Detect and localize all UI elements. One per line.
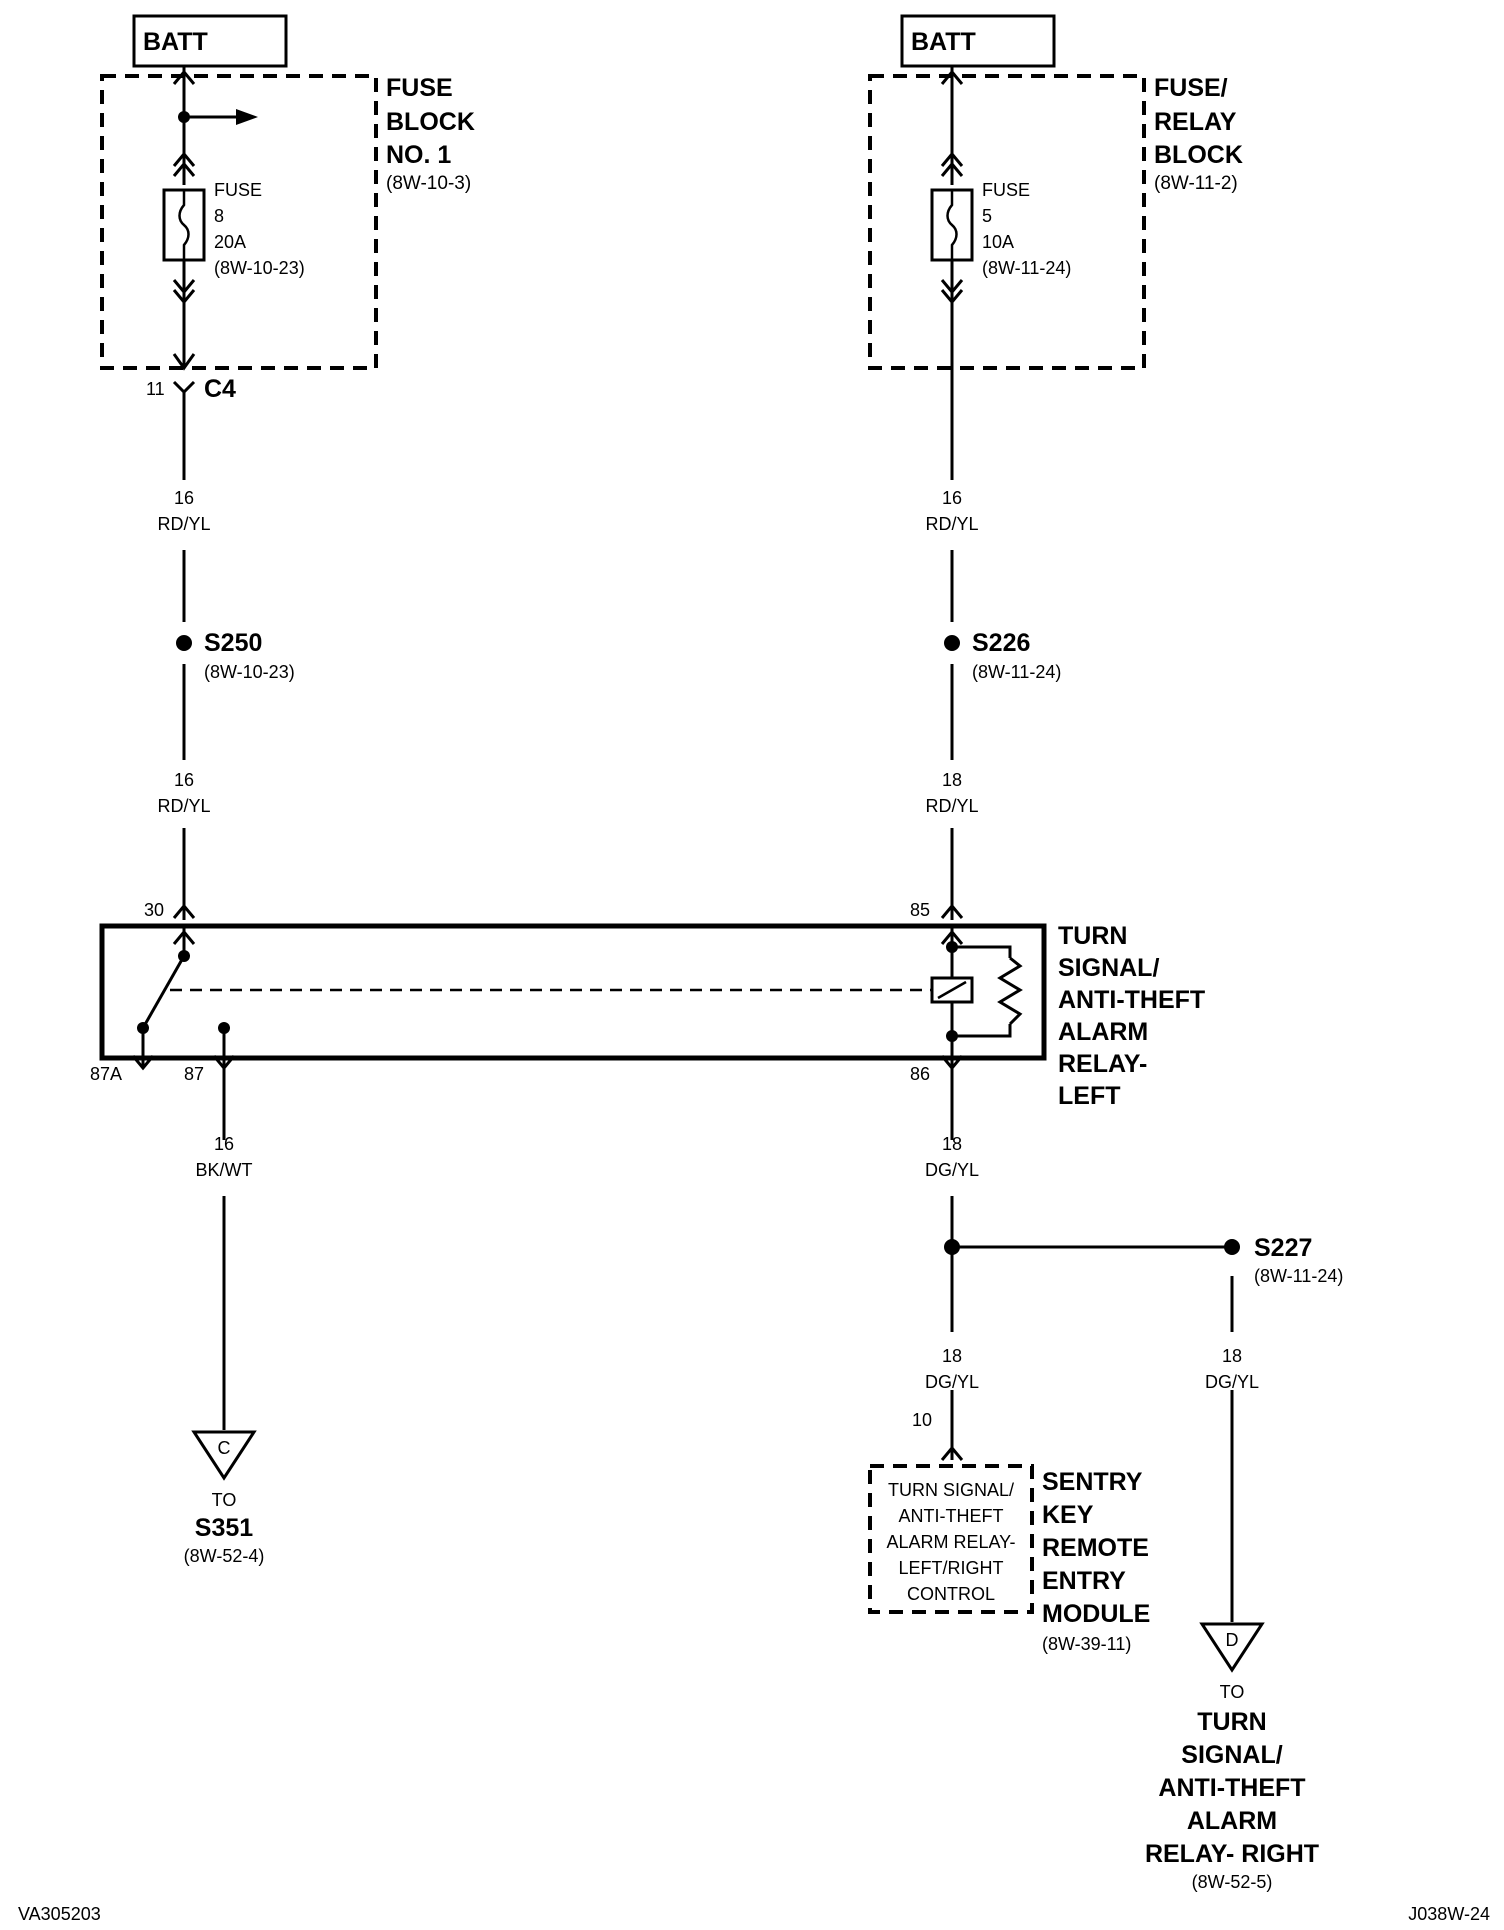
fuse-8-label: FUSE bbox=[214, 180, 262, 200]
module-label-l2: KEY bbox=[1042, 1501, 1094, 1529]
wire-gauge: 16 bbox=[174, 770, 194, 790]
splice-s226-ref: (8W-11-24) bbox=[972, 662, 1061, 682]
fuse-relay-block-label-l1: FUSE/ bbox=[1154, 74, 1228, 102]
fuse-8-number: 8 bbox=[214, 206, 224, 226]
c4-name: C4 bbox=[204, 375, 236, 403]
fuse-block-1-outline bbox=[100, 74, 378, 370]
relay-label-l6: LEFT bbox=[1058, 1082, 1121, 1110]
splice-s227-name: S227 bbox=[1254, 1234, 1312, 1262]
splice-s227-dot bbox=[1224, 1239, 1240, 1255]
connector-d-dest-l4: ALARM bbox=[1187, 1807, 1277, 1835]
wire-color: DG/YL bbox=[925, 1372, 979, 1392]
module-inner-l3: ALARM RELAY- bbox=[886, 1532, 1015, 1552]
fuse-relay-block-ref: (8W-11-2) bbox=[1154, 173, 1238, 194]
connector-d-dest-l5: RELAY- RIGHT bbox=[1145, 1840, 1319, 1868]
c4-pin: 11 bbox=[146, 379, 165, 399]
module-label-l4: ENTRY bbox=[1042, 1567, 1126, 1595]
fuse-5-label: FUSE bbox=[982, 180, 1030, 200]
batt-box-left bbox=[132, 14, 288, 68]
relay-pin-86: 86 bbox=[910, 1064, 930, 1084]
module-label-l1: SENTRY bbox=[1042, 1468, 1143, 1496]
output-86-circuit bbox=[940, 1068, 1265, 1673]
fuse-5-number: 5 bbox=[982, 206, 992, 226]
wire-gauge: 18 bbox=[1222, 1346, 1242, 1366]
left-feed-circuit bbox=[162, 66, 258, 920]
sentry-module-outline bbox=[868, 1464, 1034, 1614]
turn-signal-relay-left bbox=[99, 923, 1047, 1071]
module-inner-l2: ANTI-THEFT bbox=[899, 1506, 1004, 1526]
relay-label-l3: ANTI-THEFT bbox=[1058, 986, 1205, 1014]
connector-c-ref: (8W-52-4) bbox=[184, 1546, 265, 1566]
connector-d-letter: D bbox=[1226, 1630, 1239, 1650]
connector-d-ref: (8W-52-5) bbox=[1192, 1872, 1273, 1892]
fuse-8-rating: 20A bbox=[214, 232, 246, 252]
wire-gauge: 18 bbox=[942, 770, 962, 790]
connector-c-destination: S351 bbox=[195, 1514, 253, 1542]
fuse-relay-block-outline bbox=[868, 74, 1146, 370]
wire-gauge: 16 bbox=[174, 488, 194, 508]
connector-d-dest-l2: SIGNAL/ bbox=[1181, 1741, 1282, 1769]
fuse-5-ref: (8W-11-24) bbox=[982, 258, 1071, 278]
splice-s250-name: S250 bbox=[204, 629, 262, 657]
relay-pin-87: 87 bbox=[184, 1064, 204, 1084]
connector-d-to: TO bbox=[1220, 1682, 1245, 1702]
splice-s226-name: S226 bbox=[972, 629, 1030, 657]
module-label-l5: MODULE bbox=[1042, 1600, 1150, 1628]
connector-c-triangle bbox=[191, 1430, 257, 1481]
connector-d-dest-l3: ANTI-THEFT bbox=[1158, 1774, 1305, 1802]
relay-label-l4: ALARM bbox=[1058, 1018, 1148, 1046]
module-inner-l1: TURN SIGNAL/ bbox=[888, 1480, 1014, 1500]
module-ref: (8W-39-11) bbox=[1042, 1634, 1131, 1654]
splice-s226-dot bbox=[944, 635, 960, 651]
wire-color: RD/YL bbox=[925, 796, 978, 816]
fuse-block-1-label-l3: NO. 1 bbox=[386, 141, 451, 169]
module-pin: 10 bbox=[912, 1410, 932, 1430]
module-inner-l5: CONTROL bbox=[907, 1584, 995, 1604]
wire-gauge: 16 bbox=[214, 1134, 234, 1154]
splice-s250-dot bbox=[176, 635, 192, 651]
module-inner-l4: LEFT/RIGHT bbox=[898, 1558, 1003, 1578]
wire-gauge: 16 bbox=[942, 488, 962, 508]
module-label-l3: REMOTE bbox=[1042, 1534, 1149, 1562]
wire-color: RD/YL bbox=[157, 514, 210, 534]
wire-color: RD/YL bbox=[157, 796, 210, 816]
wire-gauge: 18 bbox=[942, 1346, 962, 1366]
fuse-5-rating: 10A bbox=[982, 232, 1014, 252]
wire-color: DG/YL bbox=[925, 1160, 979, 1180]
relay-label-l1: TURN bbox=[1058, 922, 1127, 950]
relay-pin-87a: 87A bbox=[90, 1064, 122, 1084]
wire-color: BK/WT bbox=[196, 1160, 253, 1180]
wire-gauge: 18 bbox=[942, 1134, 962, 1154]
splice-s250-ref: (8W-10-23) bbox=[204, 662, 295, 682]
wire-color: DG/YL bbox=[1205, 1372, 1259, 1392]
relay-label-l2: SIGNAL/ bbox=[1058, 954, 1159, 982]
splice-s227-ref: (8W-11-24) bbox=[1254, 1266, 1343, 1286]
fuse-relay-block-label-l3: BLOCK bbox=[1154, 141, 1243, 169]
relay-pin-30: 30 bbox=[144, 900, 164, 920]
fuse-block-1-ref: (8W-10-3) bbox=[386, 173, 471, 194]
footer-left-code: VA305203 bbox=[18, 1904, 101, 1924]
batt-box-right bbox=[900, 14, 1056, 68]
wire-color: RD/YL bbox=[925, 514, 978, 534]
footer-right-code: J038W-24 bbox=[1408, 1904, 1490, 1924]
relay-pin-85: 85 bbox=[910, 900, 930, 920]
connector-d-triangle bbox=[1199, 1622, 1265, 1673]
fuse-block-1-label-l2: BLOCK bbox=[386, 108, 475, 136]
right-feed-circuit bbox=[930, 66, 974, 920]
connector-c-to: TO bbox=[212, 1490, 237, 1510]
fuse-8-ref: (8W-10-23) bbox=[214, 258, 305, 278]
fuse-block-1-label-l1: FUSE bbox=[386, 74, 453, 102]
relay-label-l5: RELAY- bbox=[1058, 1050, 1147, 1078]
batt-label-right: BATT bbox=[911, 28, 976, 56]
connector-c-letter: C bbox=[218, 1438, 231, 1458]
connector-d-dest-l1: TURN bbox=[1197, 1708, 1266, 1736]
batt-label-left: BATT bbox=[143, 28, 208, 56]
output-87-circuit bbox=[191, 1068, 257, 1481]
fuse-relay-block-label-l2: RELAY bbox=[1154, 108, 1237, 136]
